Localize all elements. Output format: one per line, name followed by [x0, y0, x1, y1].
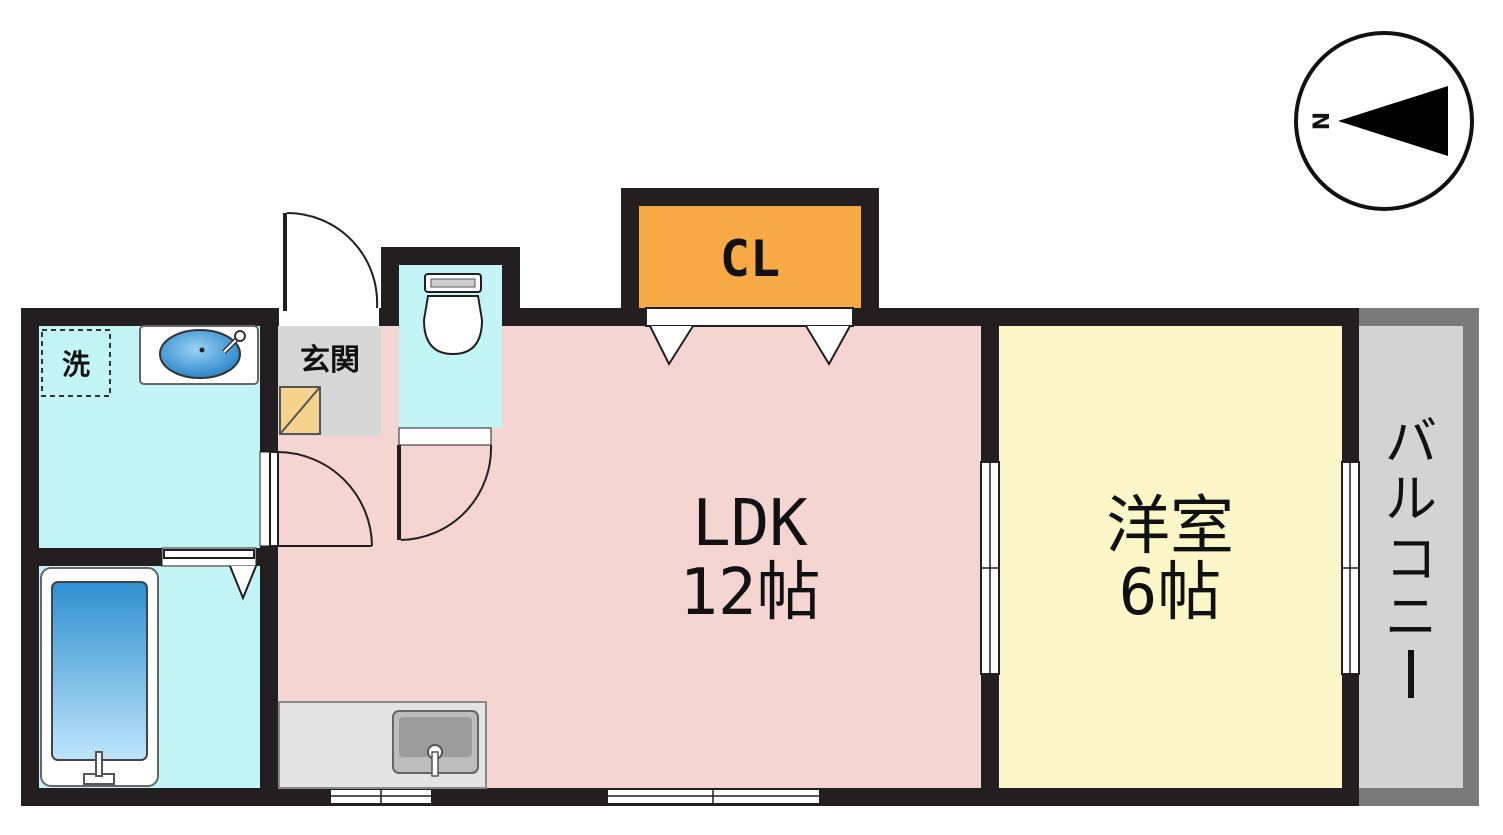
- closet-door-track: [645, 307, 854, 327]
- balcony-char: バ: [1385, 413, 1437, 473]
- closet-door-right[interactable]: [805, 325, 851, 366]
- balcony-label: バ ル コ ニ: [1385, 413, 1437, 648]
- compass-north-label: N: [1310, 112, 1335, 130]
- toilet-tank-lid: [430, 278, 476, 288]
- toilet-door-gap: [398, 427, 492, 446]
- bathroom-door-leaf[interactable]: [163, 549, 255, 559]
- bathtub-faucet: [95, 751, 103, 777]
- washroom-door-swing: [277, 451, 373, 547]
- washer-spot: [41, 329, 111, 397]
- washroom-door-leaf[interactable]: [269, 451, 279, 547]
- kitchen-sink-basin: [399, 717, 472, 757]
- bathroom-door-fold: [229, 565, 257, 601]
- balcony-char: ニ: [1385, 588, 1437, 648]
- compass-icon: N: [1294, 31, 1474, 211]
- balcony-floor: [1359, 326, 1463, 788]
- balcony-window[interactable]: [1341, 461, 1360, 675]
- shoe-box-diagonal: [279, 386, 321, 435]
- balcony-char: ル: [1385, 470, 1437, 530]
- kitchen-faucet-spout: [431, 751, 439, 777]
- vanity-basin: [159, 329, 241, 379]
- toilet-door-leaf[interactable]: [397, 445, 401, 540]
- balcony-char: コ: [1385, 530, 1437, 590]
- closet-floor: [639, 206, 861, 308]
- ldk-name-label: LDK: [692, 487, 808, 561]
- closet-label: CL: [720, 230, 780, 288]
- closet-door-left[interactable]: [649, 325, 694, 367]
- western-size-label: 6帖: [1119, 556, 1222, 630]
- entrance-door-leaf[interactable]: [283, 213, 287, 311]
- kitchen-window: [329, 788, 433, 805]
- toilet-door-swing: [400, 444, 493, 541]
- vanity-faucet-icon: [222, 330, 246, 354]
- ldk-window: [606, 788, 821, 805]
- entrance-door-swing: [286, 211, 379, 309]
- bathtub-basin: [51, 581, 148, 761]
- western-room-floor: [999, 326, 1342, 788]
- toilet-bowl: [422, 295, 484, 356]
- entrance-door-gap: [279, 308, 379, 326]
- ldk-size-label: 12帖: [679, 556, 820, 630]
- western-name-label: 洋室: [1106, 490, 1234, 564]
- vanity-drain: [199, 347, 205, 353]
- balcony-long-mark: [1408, 650, 1414, 698]
- washer-label: 洗: [62, 348, 90, 381]
- entrance-label: 玄関: [300, 343, 360, 378]
- ldk-western-sliding-door[interactable]: [980, 461, 1000, 675]
